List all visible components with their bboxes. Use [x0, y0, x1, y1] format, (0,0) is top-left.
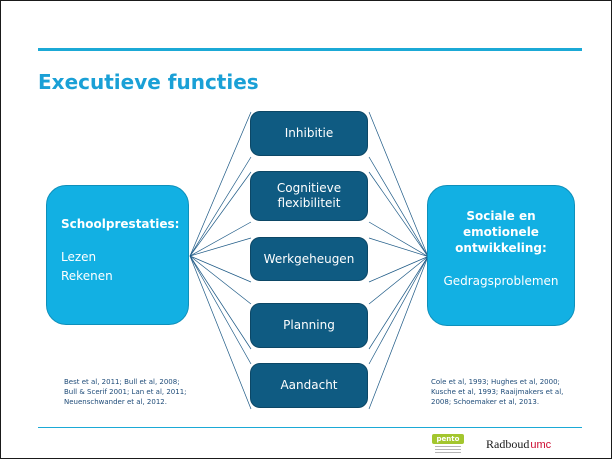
connector-line — [189, 255, 252, 365]
function-box-werkgeheugen: Werkgeheugen — [250, 237, 368, 281]
function-box-planning: Planning — [250, 303, 368, 348]
connector-line — [189, 255, 252, 410]
connector-line — [189, 255, 252, 305]
social-item-gedragsproblemen: Gedragsproblemen — [443, 274, 559, 288]
reference-line: Kusche et al, 1993; Raaijmakers et al, — [431, 388, 564, 396]
function-label: Werkgeheugen — [263, 251, 355, 266]
function-box-aandacht: Aandacht — [250, 363, 368, 408]
social-emotional-box: Sociale en emotionele ontwikkeling: Gedr… — [427, 185, 575, 326]
reference-line: Neuenschwander et al, 2012. — [64, 398, 167, 406]
social-emotional-heading: Sociale en emotionele ontwikkeling: — [455, 209, 547, 255]
connector-line — [189, 111, 252, 257]
connector-line — [368, 237, 429, 257]
connector-line — [368, 256, 429, 283]
connector-line — [189, 156, 252, 257]
function-label: Aandacht — [280, 378, 338, 392]
pento-tagline-lines — [432, 446, 464, 453]
connector-line — [189, 255, 252, 350]
pento-wordmark: pento — [432, 434, 464, 444]
connector-line — [189, 171, 252, 257]
radboud-wordmark: Radboud — [486, 437, 530, 451]
connector-line — [368, 221, 429, 257]
umc-wordmark: umc — [530, 439, 552, 451]
connector-line — [368, 111, 429, 257]
top-divider — [38, 48, 582, 51]
school-item-rekenen: Rekenen — [61, 269, 113, 283]
school-item-lezen: Lezen — [61, 250, 97, 264]
function-label: Cognitieve flexibiliteit — [276, 181, 342, 210]
function-label: Inhibitie — [284, 126, 334, 140]
reference-line: Best et al, 2011; Bull et al, 2008; — [64, 378, 180, 386]
references-right: Cole et al, 1993; Hughes et al, 2000; Ku… — [431, 377, 563, 407]
pento-logo: pento — [432, 434, 464, 458]
function-box-inhibitie: Inhibitie — [250, 111, 368, 156]
references-left: Best et al, 2011; Bull et al, 2008; Bull… — [64, 377, 187, 407]
connector-line — [368, 156, 429, 257]
school-performance-box: Schoolprestaties: Lezen Rekenen — [46, 185, 189, 325]
function-box-cognitieve-flexibiliteit: Cognitieve flexibiliteit — [250, 171, 368, 221]
connector-line — [368, 171, 429, 257]
connector-line — [368, 256, 429, 365]
reference-line: 2008; Schoemaker et al, 2013. — [431, 398, 540, 406]
connector-line — [189, 221, 252, 257]
radboudumc-logo: Radboudumc — [486, 435, 551, 453]
bottom-divider — [38, 427, 582, 428]
connector-line — [189, 237, 252, 257]
connector-line — [368, 256, 429, 350]
function-label: Planning — [283, 318, 335, 332]
connector-line — [368, 256, 429, 410]
connector-line — [368, 256, 429, 305]
school-performance-heading: Schoolprestaties: — [61, 217, 180, 231]
reference-line: Bull & Scerif 2001; Lan et al, 2011; — [64, 388, 187, 396]
connector-line — [189, 255, 252, 283]
reference-line: Cole et al, 1993; Hughes et al, 2000; — [431, 378, 560, 386]
slide-title: Executieve functies — [38, 70, 259, 94]
